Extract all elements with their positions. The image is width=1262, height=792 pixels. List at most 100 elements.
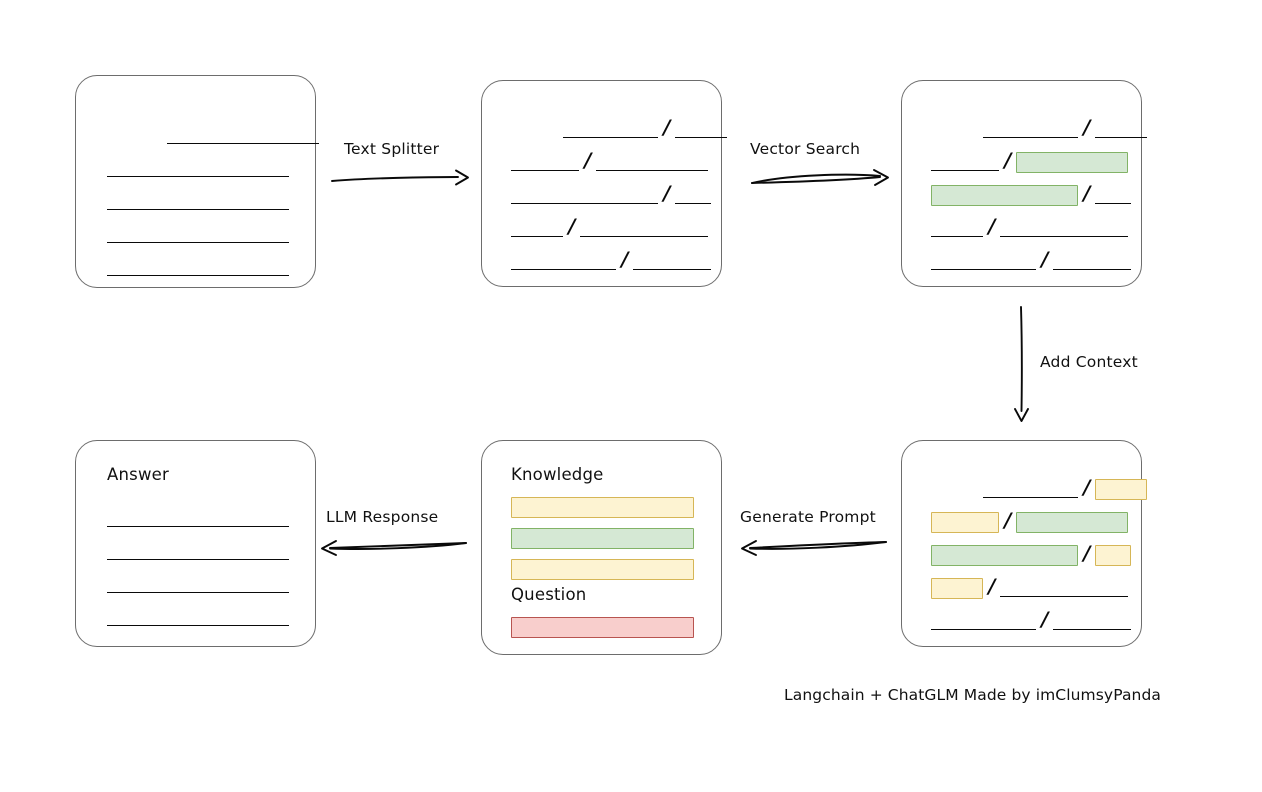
llm-response-arrow: LLM Response	[320, 508, 470, 558]
slash-separator: /	[663, 180, 671, 205]
text-segment	[511, 217, 563, 239]
vector-search-arrow-icon	[751, 169, 889, 186]
text-segment	[596, 151, 709, 173]
slash-separator: /	[1004, 147, 1012, 172]
slash-separator: /	[1004, 507, 1012, 532]
slash-separator: /	[1083, 540, 1091, 565]
slash-separator: /	[621, 246, 629, 271]
split-document-card[interactable]: / / / / /	[481, 80, 728, 287]
matched-document-body: / / / / /	[902, 81, 1148, 286]
source-document-card[interactable]	[75, 75, 319, 288]
yellow-highlight-segment	[931, 511, 999, 533]
llm-response-label: LLM Response	[326, 508, 439, 526]
text-segment	[1000, 217, 1129, 239]
context-document-card[interactable]: / / / / /	[901, 440, 1148, 647]
context-document-body: / / / / /	[902, 441, 1148, 646]
yellow-highlight-segment	[1095, 478, 1148, 500]
text-segment	[1095, 118, 1148, 140]
text-segment	[983, 118, 1078, 140]
slash-separator: /	[663, 114, 671, 139]
document-line: /	[931, 507, 1129, 533]
add-context-arrow: Add Context	[1010, 305, 1180, 425]
text-segment	[1053, 610, 1132, 632]
document-line: /	[511, 216, 709, 239]
text-segment	[931, 250, 1036, 272]
text-segment	[167, 124, 319, 146]
document-line	[107, 223, 289, 245]
document-line: /	[931, 180, 1132, 206]
text-segment	[931, 610, 1036, 632]
question-label: Question	[511, 585, 587, 604]
document-line	[107, 573, 289, 595]
slash-separator: /	[988, 213, 996, 238]
prompt-card[interactable]: Knowledge Question	[481, 440, 722, 655]
slash-separator: /	[1083, 114, 1091, 139]
answer-card[interactable]: Answer	[75, 440, 316, 647]
text-segment	[107, 540, 289, 562]
text-segment	[563, 118, 658, 140]
slash-separator: /	[1083, 474, 1091, 499]
text-segment	[1095, 184, 1132, 206]
text-segment	[511, 250, 616, 272]
document-line	[107, 507, 289, 529]
red-bar	[511, 617, 694, 638]
text-segment	[633, 250, 712, 272]
text-segment	[107, 606, 289, 628]
slash-separator: /	[1041, 246, 1049, 271]
yellow-bar	[511, 559, 694, 580]
generate-prompt-arrow: Generate Prompt	[740, 508, 890, 558]
answer-body	[76, 441, 315, 646]
document-line: /	[931, 147, 1129, 173]
text-segment	[511, 184, 658, 206]
green-bar	[511, 528, 694, 549]
document-line: /	[511, 180, 712, 206]
text-segment	[931, 217, 983, 239]
text-segment	[107, 256, 289, 278]
document-line: /	[931, 114, 1148, 140]
add-context-arrow-icon	[1014, 306, 1029, 422]
green-highlight-segment	[931, 544, 1078, 566]
slash-separator: /	[988, 573, 996, 598]
generate-prompt-label: Generate Prompt	[740, 508, 876, 526]
yellow-highlight-segment	[1095, 544, 1132, 566]
text-segment	[1000, 577, 1129, 599]
text-segment	[107, 573, 289, 595]
llm-response-arrow-icon	[321, 540, 467, 556]
source-document-body	[76, 76, 319, 287]
text-segment	[580, 217, 709, 239]
matched-document-card[interactable]: / / / / /	[901, 80, 1148, 287]
add-context-label: Add Context	[1040, 353, 1138, 371]
text-splitter-arrow-icon	[331, 169, 469, 186]
question-bars	[482, 441, 721, 654]
document-line: /	[931, 606, 1132, 632]
text-segment	[931, 151, 999, 173]
text-segment	[675, 184, 712, 206]
text-splitter-label: Text Splitter	[344, 140, 440, 158]
green-highlight-segment	[1016, 511, 1129, 533]
yellow-highlight-segment	[931, 577, 983, 599]
document-line: /	[931, 213, 1129, 239]
vector-search-arrow: Vector Search	[750, 140, 890, 190]
green-highlight-segment	[931, 184, 1078, 206]
text-splitter-arrow: Text Splitter	[330, 140, 470, 190]
document-line	[107, 157, 289, 179]
document-line	[107, 606, 289, 628]
document-line: /	[931, 540, 1132, 566]
slash-separator: /	[584, 147, 592, 172]
document-line: /	[511, 114, 728, 140]
document-line	[107, 540, 289, 562]
text-segment	[107, 157, 289, 179]
slash-separator: /	[1083, 180, 1091, 205]
slash-separator: /	[1041, 606, 1049, 631]
document-line: /	[931, 474, 1148, 500]
split-document-body: / / / / /	[482, 81, 728, 286]
document-line	[107, 256, 289, 278]
document-line: /	[931, 246, 1132, 272]
text-segment	[511, 151, 579, 173]
text-segment	[107, 223, 289, 245]
green-highlight-segment	[1016, 151, 1129, 173]
text-segment	[107, 507, 289, 529]
yellow-bar	[511, 497, 694, 518]
footer-credit: Langchain + ChatGLM Made by imClumsyPand…	[784, 686, 1162, 704]
